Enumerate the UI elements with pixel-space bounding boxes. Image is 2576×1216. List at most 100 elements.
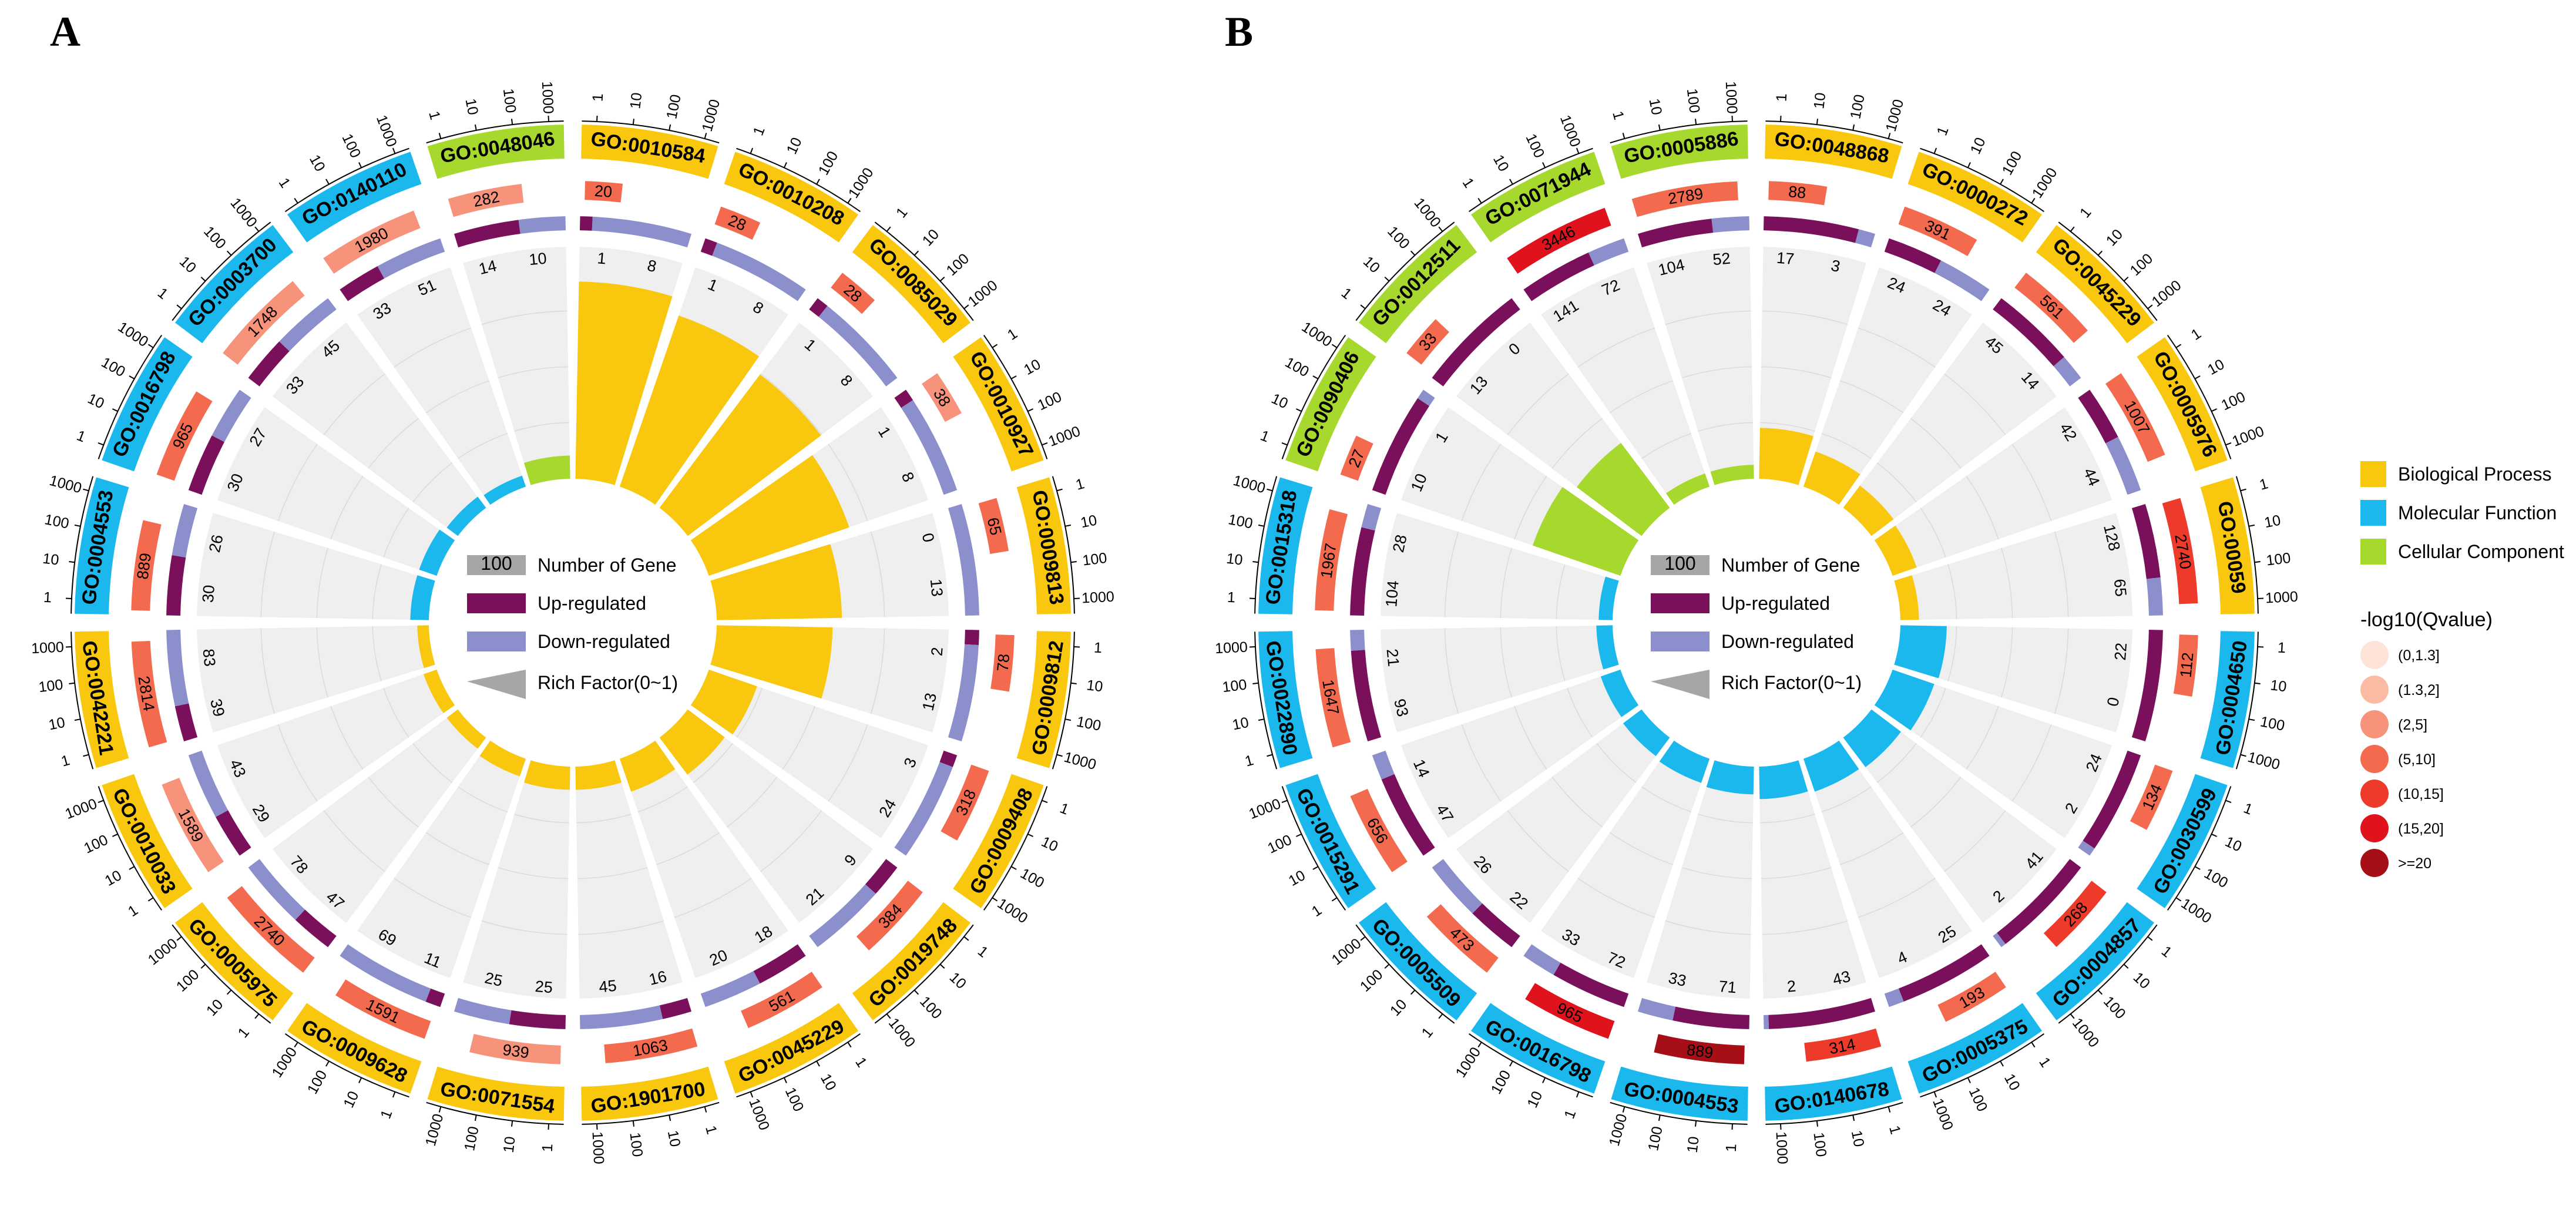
grid-ring-segment xyxy=(458,433,508,459)
go-term-sector xyxy=(724,152,858,243)
scale-tick-label: 1 xyxy=(1005,325,1020,344)
scale-tick-label: 100 xyxy=(2201,865,2231,892)
scale-tick-mark xyxy=(98,442,104,446)
gene-number-bar xyxy=(1350,788,1408,872)
scale-tick-mark xyxy=(1042,442,1048,446)
grid-ring-segment xyxy=(372,564,382,619)
scale-tick-mark xyxy=(1438,1013,1443,1019)
category-background-sector xyxy=(575,760,683,999)
rich-factor-bar xyxy=(690,455,849,576)
scale-tick-mark xyxy=(1027,408,1034,412)
up-regulated-segment xyxy=(1768,997,1875,1029)
scale-tick-mark xyxy=(1852,124,1855,131)
qvalue-legend-swatch xyxy=(2360,641,2389,669)
scale-tick-mark xyxy=(112,408,118,412)
down-regulated-segment xyxy=(172,504,198,557)
gene-number-bar xyxy=(162,778,224,872)
scale-tick-label: 10 xyxy=(1645,97,1665,116)
scale-tick-mark xyxy=(1312,375,1319,379)
down-regulated-segment xyxy=(809,884,876,948)
scale-tick-label: 1 xyxy=(425,109,444,122)
gene-number-bar xyxy=(156,391,213,481)
down-regulated-segment xyxy=(1432,859,1483,913)
rich-factor-bar xyxy=(1759,760,1808,800)
down-regulated-segment xyxy=(1361,504,1382,531)
scale-tick-label: 1000 xyxy=(1062,749,1098,774)
scale-tick-label: 100 xyxy=(1966,1085,1991,1114)
scale-tick-label: 1000 xyxy=(1929,1096,1956,1133)
category-background-sector xyxy=(217,669,455,838)
rich-factor-bar xyxy=(575,281,673,485)
grid-ring-segment xyxy=(514,422,569,432)
scale-tick-label: 10 xyxy=(1811,92,1829,110)
legend-rich-factor: Rich Factor(0~1) xyxy=(538,672,678,693)
scale-tick-label: 10 xyxy=(1286,867,1308,889)
gene-number-label: 2740 xyxy=(2171,533,2195,570)
qvalue-legend-swatch xyxy=(2360,849,2389,877)
scale-tick-mark xyxy=(1010,866,1017,870)
scale-tick-mark xyxy=(2097,989,2103,995)
scale-tick-mark xyxy=(1888,1106,1891,1113)
scale-tick-label: 1 xyxy=(2188,325,2204,344)
category-background-sector xyxy=(1843,709,2057,923)
rich-factor-bar xyxy=(1706,760,1754,795)
scale-tick-mark xyxy=(147,897,154,902)
scale-tick-label: 1000 xyxy=(2029,165,2061,201)
scale-tick-label: 1 xyxy=(276,175,294,191)
scale-tick-mark xyxy=(1731,115,1733,122)
scale-tick-mark xyxy=(939,276,945,282)
scale-tick-label: 100 xyxy=(1847,93,1868,120)
scale-tick-mark xyxy=(1384,963,1390,969)
scale-tick-mark xyxy=(474,1114,477,1121)
grid-ring-segment xyxy=(637,786,688,812)
scale-tick-mark xyxy=(1933,147,1937,154)
down-regulated-segment xyxy=(948,504,979,616)
scale-tick-mark xyxy=(2123,963,2129,969)
scale-tick-label: 10 xyxy=(1231,714,1250,734)
grid-ring-segment xyxy=(1698,814,1753,824)
category-background-sector xyxy=(1381,513,1619,620)
legend-rich-factor: Rich Factor(0~1) xyxy=(1721,672,1862,693)
scale-tick-label: 1 xyxy=(155,285,171,303)
scale-tick-mark xyxy=(2147,304,2153,310)
scale-tick-mark xyxy=(1064,524,1072,527)
up-regulated-segment xyxy=(1523,252,1594,301)
grid-ring-segment xyxy=(1556,626,1566,681)
scale-tick-label: 10 xyxy=(47,714,66,734)
rich-factor-bar xyxy=(1533,487,1639,576)
gene-number-bar xyxy=(1804,1028,1882,1062)
scale-tick-label: 1 xyxy=(59,752,72,770)
scale-tick-mark xyxy=(750,147,754,154)
scale-tick-mark xyxy=(2225,800,2232,804)
scale-tick-mark xyxy=(886,1013,891,1019)
go-term-sector xyxy=(175,225,294,344)
rich-factor-bar xyxy=(1600,669,1639,717)
category-background-sector xyxy=(273,323,486,536)
down-regulated-segment xyxy=(1523,944,1561,975)
down-regulated-segment xyxy=(1350,630,1365,651)
scale-tick-mark xyxy=(2147,936,2153,941)
up-regulated-segment xyxy=(894,389,913,408)
qvalue-legend-label: (5,10] xyxy=(2398,751,2436,768)
scale-tick-mark xyxy=(783,1077,787,1084)
go-term-sector xyxy=(724,1003,858,1094)
scale-tick-mark xyxy=(358,162,362,168)
go-term-sector xyxy=(427,1066,565,1121)
down-count-label: 26 xyxy=(206,533,227,554)
qvalue-legend-title: -log10(Qvalue) xyxy=(2360,609,2493,631)
gene-number-bar xyxy=(714,206,761,240)
gene-number-bar xyxy=(1768,181,1828,206)
down-count-label: 2 xyxy=(1786,977,1797,995)
down-regulated-segment xyxy=(592,216,691,248)
scale-tick-mark xyxy=(129,866,135,870)
category-background-sector xyxy=(1456,709,1670,923)
up-count-label: 25 xyxy=(535,977,553,996)
down-regulated-segment xyxy=(818,305,898,387)
scale-tick-label: 10 xyxy=(1079,512,1099,531)
up-regulated-segment xyxy=(939,750,958,767)
scale-tick-mark xyxy=(438,133,442,139)
